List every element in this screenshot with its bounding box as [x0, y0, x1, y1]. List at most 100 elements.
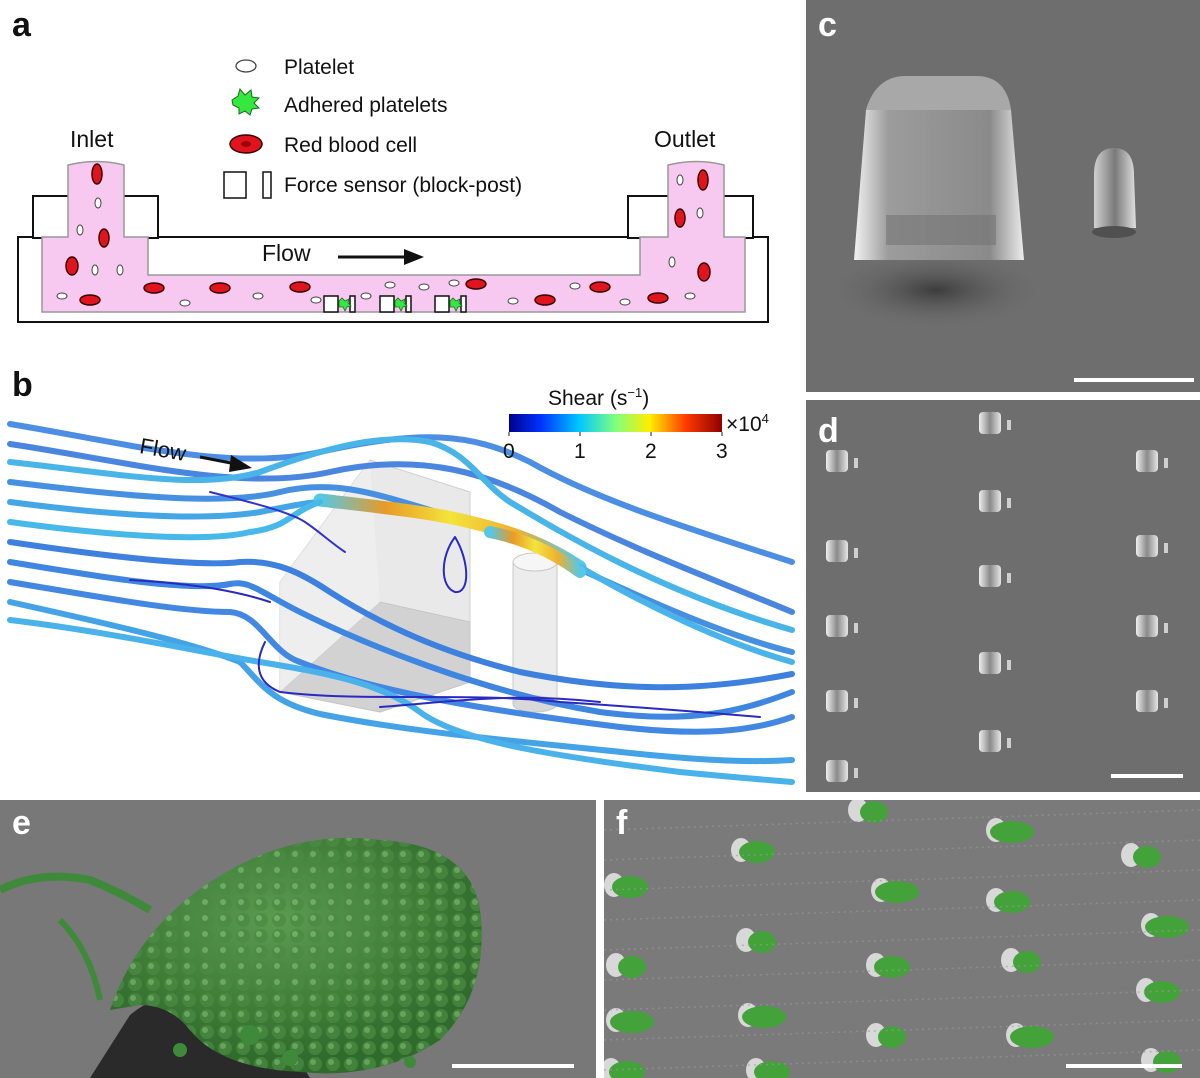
sensor-with-aggregate — [866, 953, 910, 978]
debris-trail — [604, 989, 1200, 1011]
sem-sensor-array — [826, 412, 1168, 782]
legend-adhered-platelets-icon — [231, 87, 261, 116]
tether-strand — [0, 872, 153, 914]
legend-rbc-label: Red blood cell — [284, 134, 418, 157]
sem-post — [1094, 148, 1136, 228]
legend-platelet-icon — [235, 59, 257, 73]
colorbar-tick-0: 0 — [503, 440, 515, 463]
debris-trail — [604, 839, 1200, 861]
panel-d-sem-array: d — [806, 400, 1200, 792]
sem-block-top — [866, 76, 1011, 110]
panel-b-simulation: b Flow Shear (s−1) ×104 0 1 2 3 — [0, 362, 800, 792]
streamlines — [7, 421, 795, 785]
panel-c-sem-closeup: c — [806, 0, 1200, 392]
colorbar-title-sup: −1 — [627, 385, 643, 400]
microfluidic-channel-schematic — [17, 59, 769, 323]
sensor-with-aggregate — [871, 878, 919, 903]
debris-trail — [604, 1019, 1200, 1041]
legend-rbc-center — [241, 141, 251, 147]
flow-arrow-head — [404, 249, 424, 265]
sensor-with-aggregate — [738, 1003, 786, 1028]
legend-platelet-label: Platelet — [284, 56, 355, 79]
block-shadow — [826, 250, 1046, 330]
sensor-with-aggregate — [986, 818, 1034, 843]
shear-streamline-simulation — [7, 414, 795, 785]
flow-label-a: Flow — [262, 240, 311, 266]
array-block-post — [826, 615, 858, 637]
aggregate-texture — [110, 838, 482, 1074]
sensor-with-aggregate — [746, 1058, 790, 1078]
panel-label-d: d — [818, 412, 839, 450]
array-block-post — [979, 730, 1011, 752]
sensor-with-aggregate — [736, 928, 776, 953]
platelets — [56, 174, 704, 307]
colorbar-tick-1: 1 — [574, 440, 586, 463]
colorbar-tick-3: 3 — [716, 440, 728, 463]
panel-e-sem-aggregate: e — [0, 800, 596, 1078]
sensor-with-aggregate — [606, 1008, 654, 1033]
array-block-post — [979, 412, 1011, 434]
scattered-platelets-e — [173, 1025, 416, 1068]
panel-a-schematic: a Platelet Adhered platelets Red blood c… — [0, 0, 790, 360]
legend-sensor-label: Force sensor (block-post) — [284, 174, 523, 197]
colorbar-ticks — [508, 432, 723, 436]
array-block-post — [1136, 450, 1168, 472]
legend-adhered-label: Adhered platelets — [284, 94, 448, 117]
tether-strand-2 — [57, 917, 103, 1001]
sensor-with-aggregate — [848, 800, 888, 823]
red-blood-cells — [65, 163, 711, 306]
array-block-post — [826, 690, 858, 712]
panel-f-sem-array-aggregates: f — [604, 800, 1200, 1078]
sensor-with-aggregate — [1121, 843, 1161, 868]
channel-fluid — [41, 160, 746, 313]
colorbar — [509, 414, 722, 432]
colorbar-tick-2: 2 — [645, 440, 657, 463]
aggregates-on-sensor-array — [604, 800, 1200, 1078]
colorbar-multiplier: ×104 — [726, 412, 769, 435]
debris-trail — [604, 959, 1200, 981]
sem-block — [854, 76, 1024, 260]
block-sensor-3d — [278, 459, 471, 713]
sensor-with-aggregate — [606, 953, 646, 978]
array-block-post — [826, 760, 858, 782]
flow-arrow-b-head — [229, 455, 252, 472]
panel-label-f: f — [616, 804, 628, 842]
colorbar-title-text: Shear (s — [548, 387, 628, 410]
panel-label-b: b — [12, 366, 33, 404]
array-block-post — [979, 490, 1011, 512]
array-block-post — [826, 450, 858, 472]
flow-arrow-b-line — [199, 455, 237, 466]
panel-label-e: e — [12, 804, 31, 842]
panel-label-c: c — [818, 6, 837, 44]
debris-trail — [604, 899, 1200, 921]
colorbar-title: Shear (s−1) — [548, 386, 649, 409]
sensor-with-aggregate — [604, 873, 648, 898]
array-block-post — [979, 565, 1011, 587]
debris-trail — [604, 809, 1200, 831]
scale-bar-c — [1074, 378, 1194, 382]
sensor-with-aggregate — [866, 1023, 906, 1048]
post-sensor-3d — [512, 552, 558, 713]
panel-label-a: a — [12, 6, 31, 44]
debris-trail — [604, 1049, 1200, 1071]
block-shade — [886, 215, 996, 245]
array-block-post — [1136, 690, 1168, 712]
inlet-label: Inlet — [70, 126, 114, 152]
multiplier-sup: 4 — [761, 411, 769, 426]
scale-bar-d — [1111, 774, 1183, 778]
scale-bar-f — [1066, 1064, 1182, 1068]
array-block-post — [979, 652, 1011, 674]
debris-trail — [604, 869, 1200, 891]
force-sensors-in-channel — [323, 295, 467, 313]
legend-block-icon — [223, 171, 247, 199]
legend-post-icon — [262, 171, 272, 199]
sensor-with-aggregate — [604, 1058, 645, 1078]
scale-bar-e — [452, 1064, 574, 1068]
platelet-aggregate-closeup — [0, 800, 596, 1078]
outlet-label: Outlet — [654, 126, 716, 152]
multiplier-text: ×10 — [726, 413, 762, 436]
array-block-post — [1136, 535, 1168, 557]
colorbar-title-end: ) — [642, 387, 650, 410]
array-block-post — [1136, 615, 1168, 637]
sensor-with-aggregate — [1006, 1023, 1054, 1048]
